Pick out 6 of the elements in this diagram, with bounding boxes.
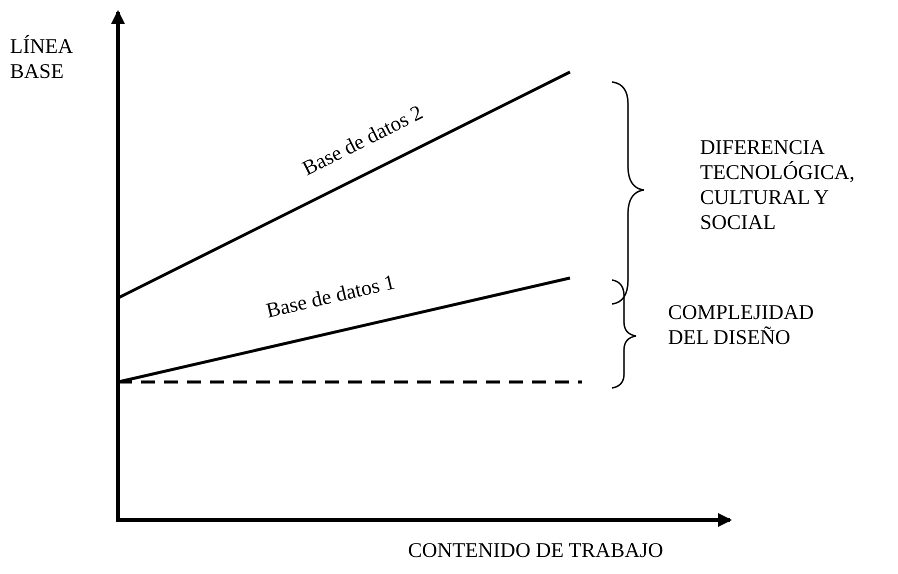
axis-label: LÍNEA BASE: [10, 34, 74, 84]
brace-label: COMPLEJIDAD DEL DISEÑO: [668, 300, 815, 350]
line-label: Base de datos 2: [298, 99, 426, 181]
brace-label: DIFERENCIA TECNOLÓGICA, CULTURAL Y SOCIAL: [700, 135, 856, 235]
axis-label: CONTENIDO DE TRABAJO: [408, 538, 664, 563]
line-label: Base de datos 1: [263, 269, 397, 323]
